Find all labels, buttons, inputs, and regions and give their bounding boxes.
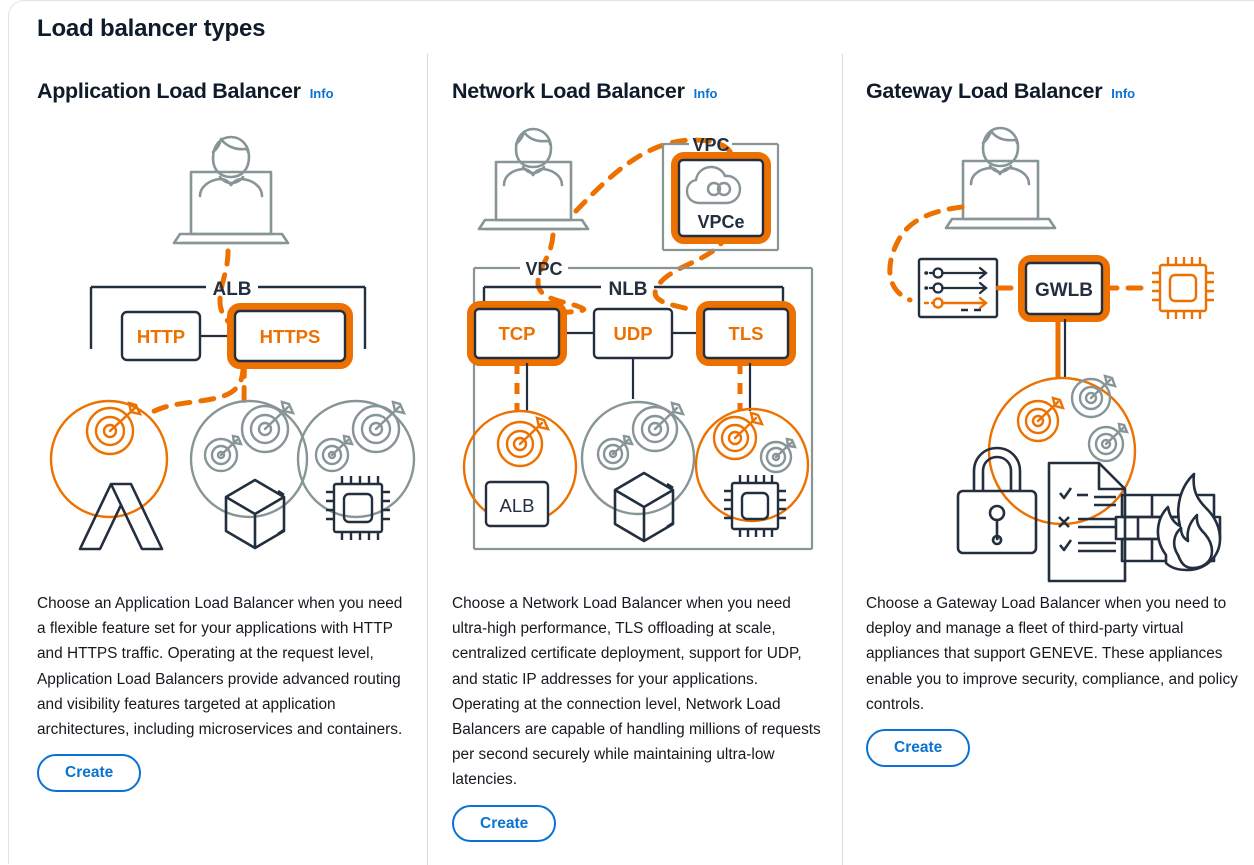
alb-title: Application Load Balancer: [37, 79, 301, 103]
alb-container-label: ALB: [212, 279, 251, 300]
column-gateway-load-balancer: Gateway Load Balancer Info: [866, 79, 1254, 767]
node-http: HTTP: [120, 310, 202, 362]
alb-create-button[interactable]: Create: [37, 754, 142, 792]
svg-text:VPCe: VPCe: [697, 212, 744, 232]
nlb-title: Network Load Balancer: [452, 79, 685, 103]
load-balancer-types-panel: Load balancer types Application Load Bal…: [8, 0, 1254, 865]
vpc-bottom-box: [472, 266, 814, 551]
target-group-instance-icon: [694, 407, 810, 537]
target-group-container-icon: [189, 399, 309, 550]
target-group-container-icon: [580, 400, 696, 543]
gwlb-description: Choose a Gateway Load Balancer when you …: [866, 595, 1238, 713]
node-tcp: TCP: [467, 301, 567, 366]
padlock-icon: [956, 446, 1038, 555]
alb-description: Choose an Application Load Balancer when…: [37, 595, 403, 739]
alb-diagram: ALB HTTP HTTPS: [37, 111, 419, 589]
svg-text:TLS: TLS: [729, 323, 764, 344]
vpc-top-label: VPC: [692, 135, 729, 155]
node-udp: UDP: [592, 307, 674, 360]
flow-user-to-route-table: [887, 204, 965, 303]
flow-https-to-target: [142, 364, 246, 420]
svg-text:HTTP: HTTP: [137, 326, 185, 347]
target-group-lambda-icon: [49, 399, 169, 551]
column-network-load-balancer: Network Load Balancer Info: [452, 79, 834, 843]
gwlb-info-link[interactable]: Info: [1111, 86, 1136, 101]
target-group-instance-icon: [296, 399, 416, 540]
alb-container-box: [89, 285, 367, 349]
target-group-alb-icon: ALB: [462, 409, 578, 528]
column-divider-2: [842, 54, 843, 865]
gwlb-create-button[interactable]: Create: [866, 729, 971, 767]
target-group-appliance-icon: [987, 374, 1137, 526]
node-gwlb: GWLB: [1018, 255, 1110, 322]
page-title: Load balancer types: [37, 15, 266, 42]
node-tls: TLS: [696, 301, 796, 366]
alb-header: Application Load Balancer Info: [37, 79, 419, 111]
firewall-flame-icon: [1156, 472, 1222, 572]
nlb-header: Network Load Balancer Info: [452, 79, 834, 111]
alb-info-link[interactable]: Info: [309, 86, 334, 101]
flow-vpce-to-tls: [652, 230, 731, 314]
svg-text:TCP: TCP: [499, 323, 536, 344]
target-alb-label: ALB: [500, 495, 535, 516]
user-laptop-icon: [172, 135, 290, 245]
vpc-endpoint-cloud-icon: [685, 165, 742, 205]
column-application-load-balancer: Application Load Balancer Info: [37, 79, 419, 792]
nlb-create-button[interactable]: Create: [452, 804, 557, 843]
svg-text:HTTPS: HTTPS: [260, 326, 321, 347]
flow-user-to-vpce: [573, 137, 738, 214]
compliance-checklist-icon: [1047, 461, 1127, 583]
user-laptop-icon: [944, 126, 1057, 230]
column-divider-1: [427, 54, 428, 865]
svg-text:GWLB: GWLB: [1035, 280, 1093, 301]
node-https: HTTPS: [227, 303, 353, 369]
nlb-container-label: NLB: [608, 279, 647, 300]
gwlb-title: Gateway Load Balancer: [866, 79, 1103, 103]
gwlb-diagram: GWLB: [866, 111, 1254, 589]
vpce-box: VPCe: [671, 152, 771, 244]
gwlb-header: Gateway Load Balancer Info: [866, 79, 1254, 111]
user-laptop-icon: [477, 127, 590, 231]
vpc-top-box: [661, 142, 780, 252]
vpc-bottom-label: VPC: [525, 259, 562, 279]
nlb-info-link[interactable]: Info: [693, 86, 718, 101]
nlb-description: Choose a Network Load Balancer when you …: [452, 595, 821, 789]
nlb-diagram: VPC VPCe VPC: [452, 111, 834, 589]
route-table-icon: [917, 257, 999, 319]
instance-chip-icon: [1152, 257, 1214, 319]
svg-text:UDP: UDP: [613, 323, 652, 344]
